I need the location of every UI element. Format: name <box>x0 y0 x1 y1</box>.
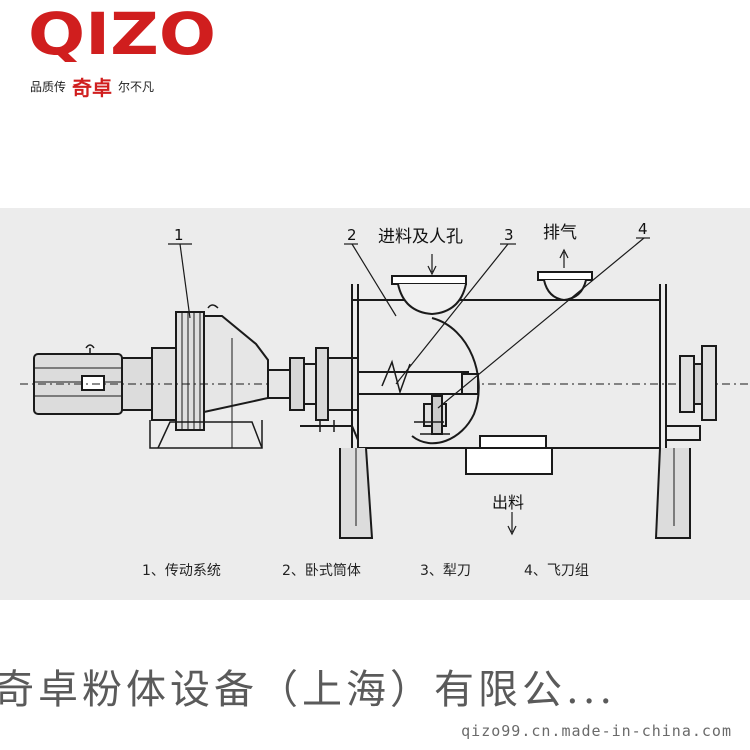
callout-2: 2 <box>347 226 357 244</box>
callout-4: 4 <box>638 220 648 238</box>
inlet-label: 进料及人孔 <box>378 227 463 247</box>
plough-blade <box>381 317 480 445</box>
right-bearing <box>679 345 717 421</box>
mixer-diagram: 1 2 3 4 进料及人孔 排气 出料 1、传动系统 2、卧式筒体 3、犁刀 4… <box>0 208 750 600</box>
diagram-legend: 1、传动系统 2、卧式筒体 3、犁刀 4、飞刀组 <box>0 555 750 585</box>
outlet-label: 出料 <box>492 493 524 512</box>
logo-text: QIZO <box>28 4 216 62</box>
legend-item-drum: 2、卧式筒体 <box>282 563 361 579</box>
legend-item-fly-cutter: 4、飞刀组 <box>524 563 589 579</box>
fly-cutter-group <box>414 395 450 435</box>
legend-item-plough: 3、犁刀 <box>420 563 471 579</box>
slogan-brand: 奇卓 <box>72 75 113 100</box>
motor <box>33 344 153 415</box>
store-url: qizo99.cn.made-in-china.com <box>461 722 732 740</box>
callout-1: 1 <box>174 226 184 244</box>
legend-item-drive: 1、传动系统 <box>142 563 221 579</box>
mixer-drawing: 1 2 3 4 进料及人孔 排气 出料 <box>20 220 750 539</box>
callout-3: 3 <box>504 226 514 244</box>
slogan: 品质传 奇卓 尔不凡 <box>30 74 155 100</box>
leader-lines <box>168 237 650 536</box>
drive-gearbox <box>149 304 269 449</box>
exhaust-label: 排气 <box>543 223 577 243</box>
company-name: 奇卓粉体设备（上海）有限公... <box>0 667 617 713</box>
slogan-right: 尔不凡 <box>118 79 155 94</box>
qizo-logo: QIZO <box>28 4 218 62</box>
slogan-left: 品质传 <box>30 79 67 94</box>
